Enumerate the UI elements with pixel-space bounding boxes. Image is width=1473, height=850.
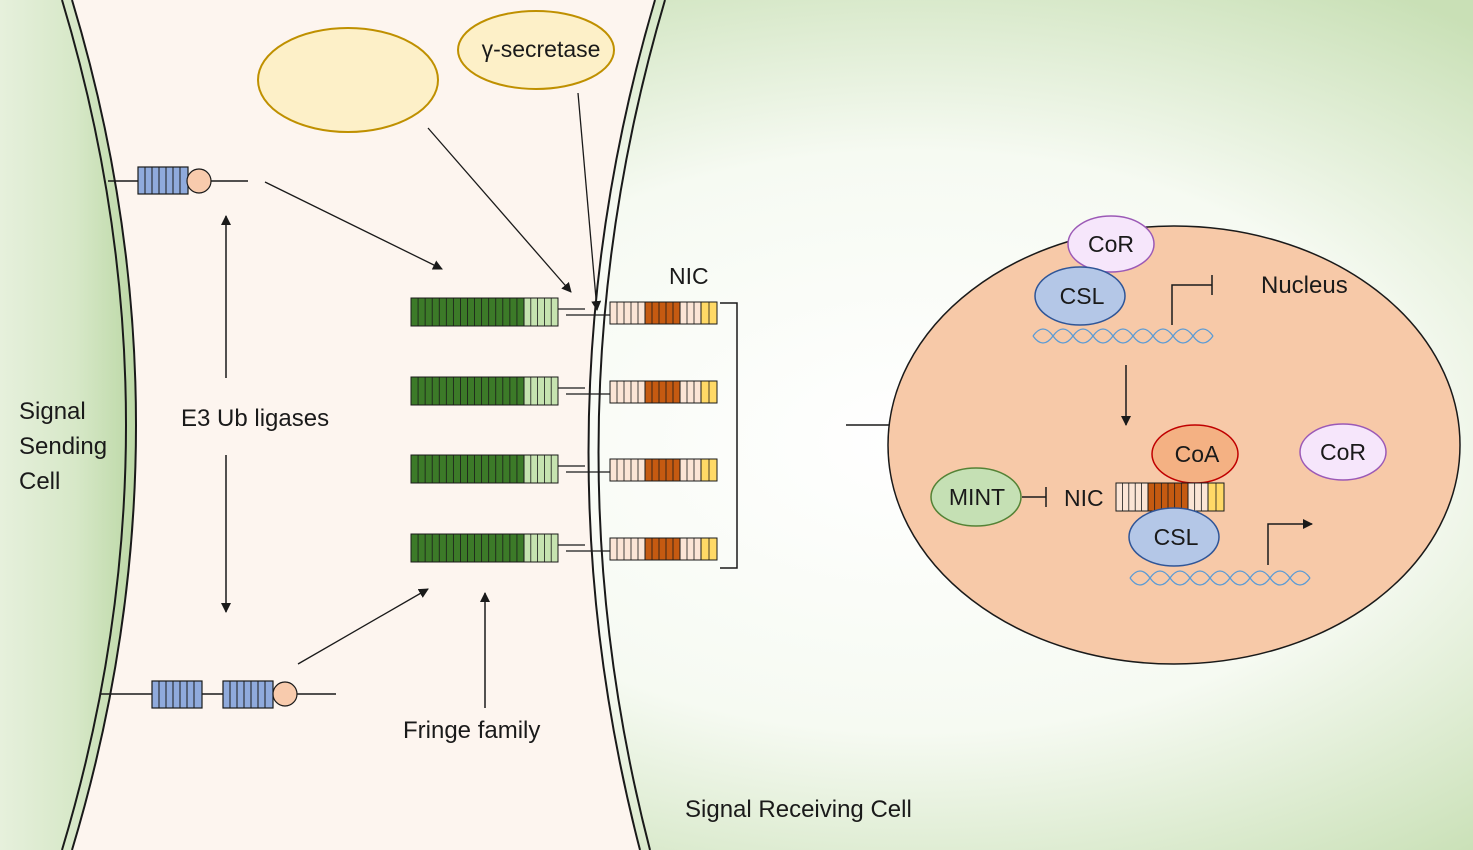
receiving-cell-membrane-inner	[597, 0, 666, 850]
arrow-gamma-secretase-to-receptor	[577, 92, 602, 311]
nic-nucleus-label: NIC	[1064, 485, 1104, 511]
e3-ub-ligases-label: E3 Ub ligases	[181, 405, 329, 432]
coa-label: CoA	[1175, 441, 1220, 467]
sending-cell-membrane-inner	[61, 0, 127, 850]
notch-receptor-row	[410, 297, 718, 327]
sending-cell-membrane-fill	[0, 0, 136, 850]
dna-strand-top	[1032, 328, 1214, 344]
nic-bracket	[720, 302, 738, 569]
signal-sending-cell-label-3: Cell	[19, 468, 60, 495]
mint-inhibition	[1022, 487, 1047, 507]
fringe-family-label: Fringe family	[403, 717, 540, 744]
ligand-top	[108, 166, 248, 195]
notch-receptor-row	[410, 454, 718, 484]
mint-label: MINT	[949, 484, 1005, 510]
intercellular-space	[72, 0, 655, 850]
signal-sending-cell-label-2: Sending	[19, 433, 107, 460]
nic-in-nucleus	[1115, 482, 1225, 512]
cor-top	[1067, 215, 1155, 273]
ligand-bottom	[100, 680, 336, 709]
cor-top-label: CoR	[1088, 231, 1134, 257]
nucleus-label: Nucleus	[1261, 272, 1348, 299]
notch-receptors	[410, 297, 718, 563]
receiving-cell-membrane-outer	[587, 0, 656, 850]
ligand-top-stripes	[144, 167, 181, 194]
notch-receptor-row	[410, 533, 718, 563]
csl-top	[1034, 266, 1126, 326]
transcription-arrow	[1267, 519, 1313, 565]
csl-top-label: CSL	[1060, 283, 1105, 309]
notch-receptor-row	[410, 376, 718, 406]
cor-right	[1299, 423, 1387, 481]
signal-sending-cell-label-1: Signal	[19, 398, 86, 425]
gamma-secretase-label: γ-secretase	[482, 36, 601, 62]
arrow-ligand-top-to-receptor	[264, 181, 443, 270]
unlabeled-enzyme-ellipse	[257, 27, 439, 133]
gamma-secretase-ellipse	[457, 10, 615, 90]
arrow-enzyme-to-receptor	[427, 127, 572, 293]
signal-receiving-cell-label: Signal Receiving Cell	[685, 796, 912, 823]
cor-right-label: CoR	[1320, 439, 1366, 465]
mint	[930, 467, 1022, 527]
csl-bottom-label: CSL	[1154, 524, 1199, 550]
repression-line-top	[1171, 275, 1213, 325]
nic-label-top: NIC	[669, 263, 709, 289]
csl-bottom	[1128, 507, 1220, 567]
sending-cell-membrane-outer	[71, 0, 137, 850]
dna-strand-bottom	[1129, 570, 1311, 586]
arrow-ligand-bottom-to-receptor	[297, 588, 429, 665]
